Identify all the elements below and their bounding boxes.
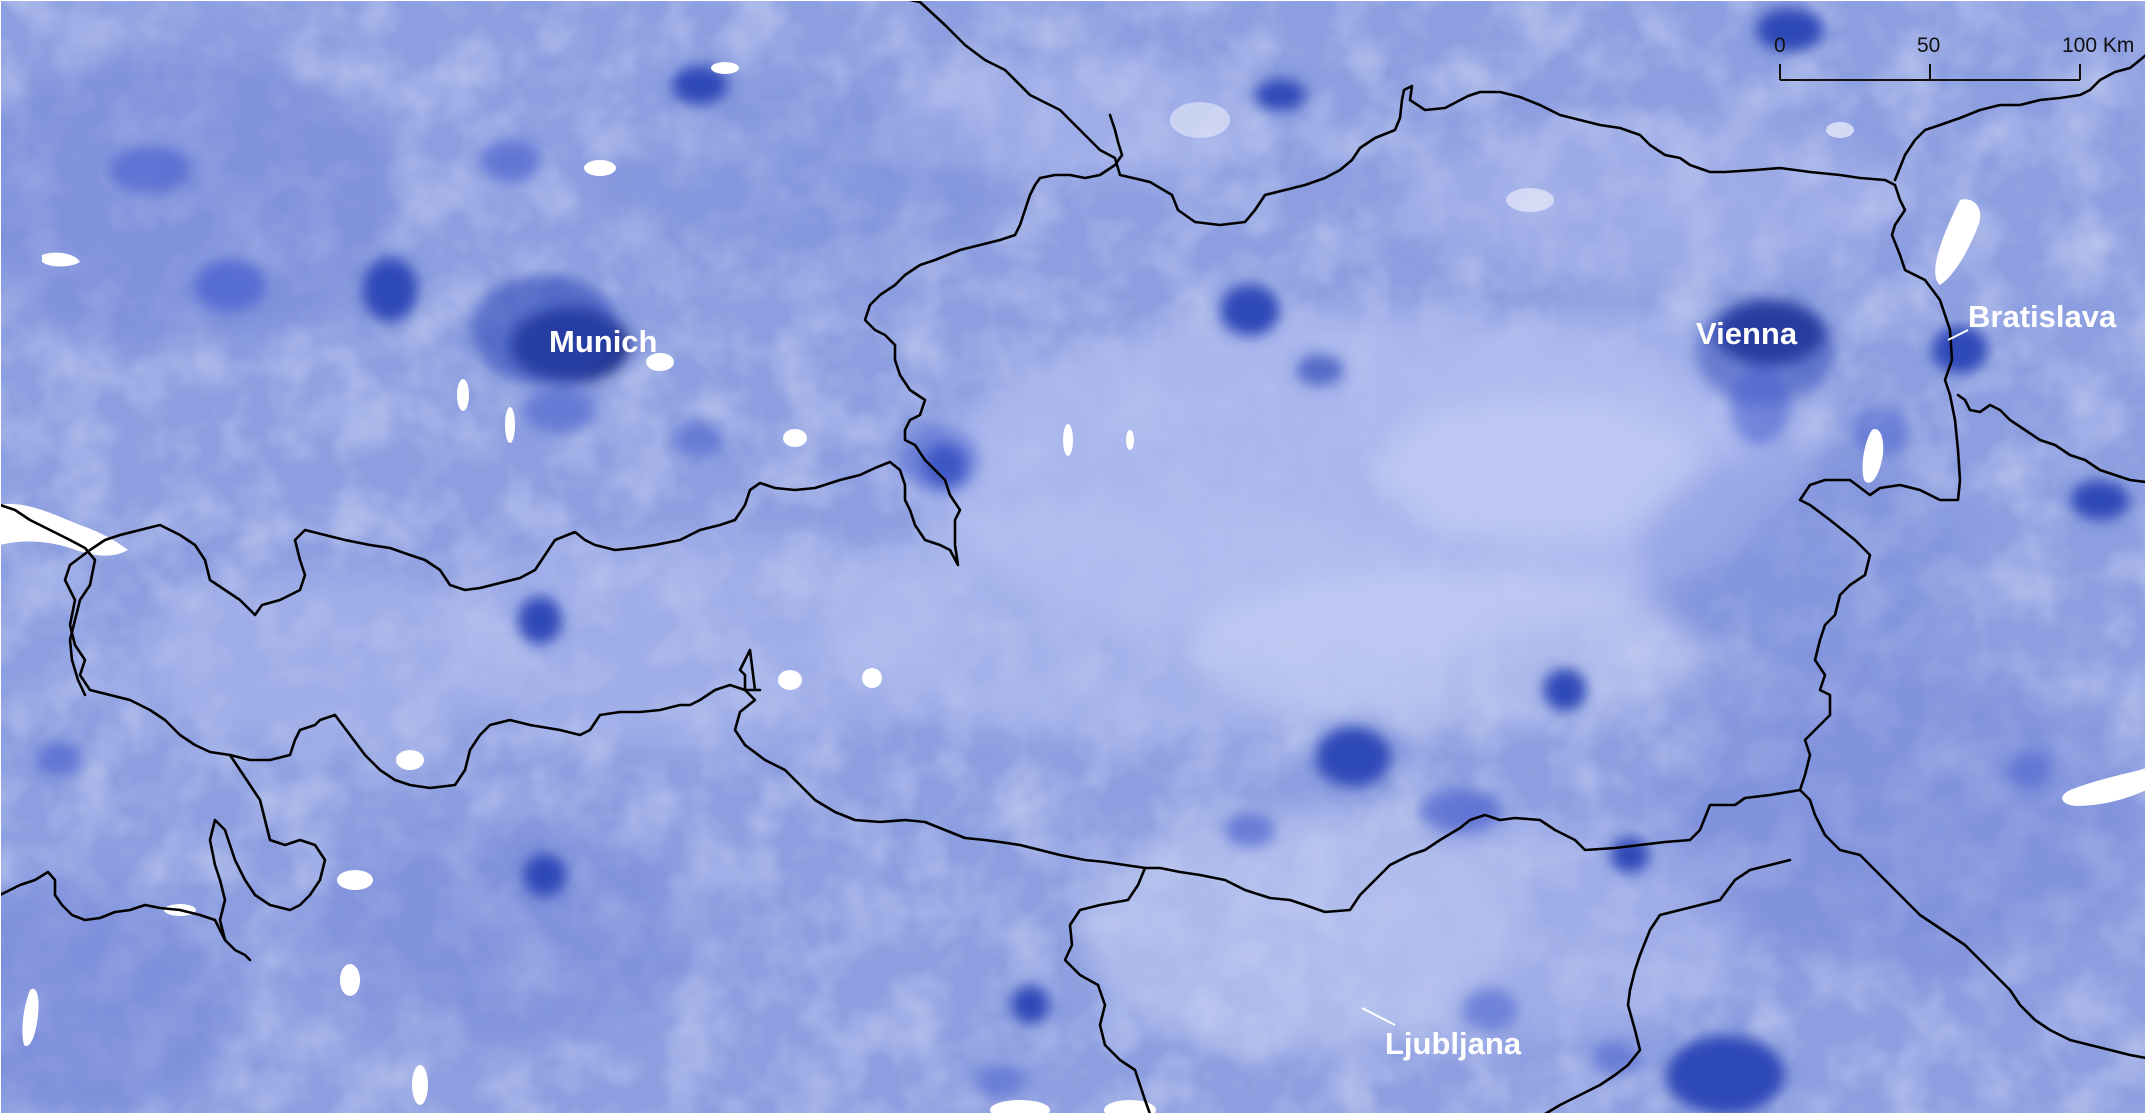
bratislava-pointer	[1947, 329, 1969, 341]
slovakia-border	[1956, 393, 2146, 484]
czech-border	[1893, 53, 2146, 182]
switzerland-italy-border	[208, 753, 327, 962]
lake-north-west	[42, 252, 80, 267]
scale-bar-label-50: 50	[1917, 34, 1940, 57]
city-label-vienna: Vienna	[1696, 316, 1798, 351]
west-italy-border	[0, 870, 227, 942]
lakes	[0, 62, 2146, 1114]
lake-constance	[0, 504, 128, 556]
lake-bratislava-north	[1935, 199, 1981, 285]
water-specks	[164, 62, 1854, 1114]
city-label-bratislava: Bratislava	[1968, 299, 2117, 334]
lake-garda	[22, 988, 39, 1046]
scale-bar: 0 50 100 Km	[1774, 34, 2134, 81]
hungary-slovenia-border	[1798, 788, 2146, 1060]
lake-neusiedl	[1862, 429, 1884, 483]
switzerland-border	[0, 503, 97, 697]
ljubljana-pointer	[1361, 1007, 1396, 1026]
italy-slovenia-border	[1063, 866, 1152, 1114]
city-label-ljubljana: Ljubljana	[1385, 1026, 1522, 1061]
lake-balaton	[2062, 768, 2146, 806]
mid-zones	[0, 50, 2140, 1114]
urban-spots	[36, 8, 2130, 1114]
city-label-munich: Munich	[549, 324, 658, 359]
scale-bar-label-100: 100 Km	[2062, 34, 2134, 57]
scale-bar-label-0: 0	[1774, 34, 1786, 57]
croatia-border	[1543, 858, 1792, 1114]
austria-border	[63, 0, 1962, 914]
